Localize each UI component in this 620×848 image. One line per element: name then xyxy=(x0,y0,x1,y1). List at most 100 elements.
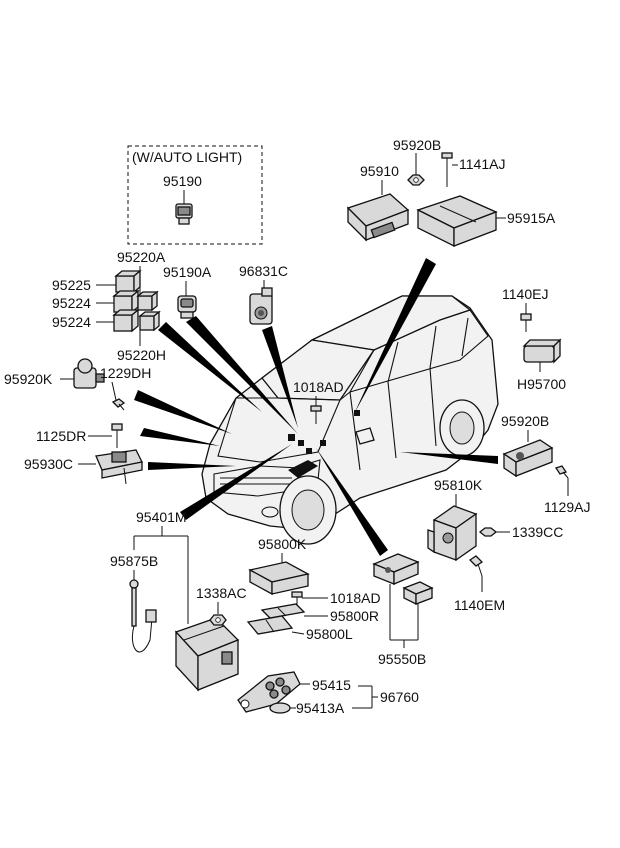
label-1229DH: 1229DH xyxy=(100,365,151,381)
part-95920B-right-group: 95920B 1129AJ xyxy=(501,413,590,515)
switch-95190A xyxy=(177,295,197,319)
label-95810K: 95810K xyxy=(434,477,483,493)
module-95550B-b xyxy=(402,581,434,606)
part-95800K-group: 95800K 1018AD 95800R 95800L xyxy=(246,536,381,642)
label-H95700: H95700 xyxy=(517,376,566,392)
label-95800L: 95800L xyxy=(306,626,353,642)
part-95190A-group: 95190A xyxy=(163,264,212,319)
label-95225: 95225 xyxy=(52,277,91,293)
label-95401M: 95401M xyxy=(136,509,187,525)
label-1129AJ: 1129AJ xyxy=(544,499,590,515)
part-H95700-group: 1140EJ H95700 xyxy=(502,286,566,392)
bolt-1229DH xyxy=(111,398,126,411)
nut-1339CC xyxy=(478,527,498,537)
sensor-95920B-right xyxy=(502,439,554,478)
module-95550B-a xyxy=(372,553,420,585)
label-1339CC: 1339CC xyxy=(512,524,563,540)
auto-light-dashed-box xyxy=(127,145,263,245)
auto-light-sensor xyxy=(175,203,193,225)
screw-1018AD-top xyxy=(310,405,322,424)
module-95800K xyxy=(248,561,310,596)
label-95220A: 95220A xyxy=(117,249,166,265)
wedge-1125DR xyxy=(140,428,220,446)
part-95401M-group: 95401M 95875B xyxy=(110,509,240,692)
wedge-ecu xyxy=(354,258,436,414)
sensor-95920K xyxy=(73,358,105,389)
module-95810K xyxy=(427,505,478,562)
wedge-95920K xyxy=(134,390,232,434)
label-95224-b: 95224 xyxy=(52,314,91,330)
part-1338AC-group: 1338AC xyxy=(196,585,247,626)
label-1140EM: 1140EM xyxy=(454,597,505,613)
battery-95413A xyxy=(269,702,291,714)
wedge-relays xyxy=(158,322,262,412)
label-95800R: 95800R xyxy=(330,608,379,624)
wedge-96831C xyxy=(262,326,298,428)
antenna-95875B xyxy=(129,579,157,653)
label-96760: 96760 xyxy=(380,689,419,705)
bracket-95800L xyxy=(246,615,294,635)
part-95920K-group: 95920K 1229DH xyxy=(4,358,151,411)
label-1140EJ: 1140EJ xyxy=(502,286,548,302)
module-95915A xyxy=(416,195,498,248)
part-1018AD-top-group: 1018AD xyxy=(293,379,344,424)
nut-95920B xyxy=(407,174,425,186)
auto-light-title: (W/AUTO LIGHT) xyxy=(132,149,242,165)
wedge-95930C xyxy=(148,462,236,470)
sensor-95930C xyxy=(95,449,143,485)
bolt-1125DR xyxy=(111,423,123,448)
callout-wedges xyxy=(134,258,498,556)
label-95920K: 95920K xyxy=(4,371,53,387)
relay-95220H xyxy=(138,310,161,332)
part-95930C-group: 1125DR 95930C xyxy=(24,423,143,485)
label-1018AD-bottom: 1018AD xyxy=(330,590,381,606)
bolt-1141AJ xyxy=(441,152,453,187)
wedge-95401M xyxy=(180,444,292,520)
part-95810K-group: 95810K 1339CC 1140EM xyxy=(427,477,563,613)
part-96831C-group: 96831C xyxy=(239,263,288,325)
label-1338AC: 1338AC xyxy=(196,585,247,601)
auto-light-group: (W/AUTO LIGHT) 95190 xyxy=(127,145,263,245)
bolt-1129AJ xyxy=(554,465,569,479)
label-96831C: 96831C xyxy=(239,263,288,279)
label-95550B: 95550B xyxy=(378,651,426,667)
relay-95225 xyxy=(114,269,142,294)
module-95910 xyxy=(346,193,410,242)
label-95930C: 95930C xyxy=(24,456,73,472)
sensor-96831C xyxy=(249,287,273,325)
nut-1338AC xyxy=(209,614,227,626)
label-95413A: 95413A xyxy=(296,700,345,716)
label-95800K: 95800K xyxy=(258,536,307,552)
label-1141AJ: 1141AJ xyxy=(459,156,505,172)
label-1125DR: 1125DR xyxy=(36,428,86,444)
bracket-95800R xyxy=(260,603,306,619)
vehicle-illustration xyxy=(201,295,499,545)
label-95920B-right: 95920B xyxy=(501,413,549,429)
relay-95224-b xyxy=(112,308,140,333)
part-95550B-group: 95550B xyxy=(372,553,434,667)
wedge-95550B xyxy=(316,448,388,556)
bolt-1140EJ xyxy=(520,313,532,332)
label-95415: 95415 xyxy=(312,677,351,693)
relay-95220A xyxy=(136,290,159,312)
wedge-95190A xyxy=(186,316,298,434)
part-96760-group: 95415 95413A 96760 xyxy=(237,671,419,716)
label-95920B-top: 95920B xyxy=(393,137,441,153)
relay-95224-a xyxy=(112,289,140,314)
keyfob-95415 xyxy=(237,671,301,713)
label-95224-a: 95224 xyxy=(52,295,91,311)
label-95220H: 95220H xyxy=(117,347,166,363)
module-95401M xyxy=(174,617,240,692)
label-95190A: 95190A xyxy=(163,264,212,280)
ecu-group: 95920B 1141AJ 95910 95915A xyxy=(346,137,556,248)
label-95190: 95190 xyxy=(163,173,202,189)
module-H95700 xyxy=(522,338,562,364)
wedge-95920B-right xyxy=(400,452,498,464)
bolt-1140EM xyxy=(468,555,484,577)
label-95875B: 95875B xyxy=(110,553,158,569)
label-95910: 95910 xyxy=(360,163,399,179)
label-95915A: 95915A xyxy=(507,210,556,226)
relay-group: 95220A 95225 95224 95224 xyxy=(52,249,166,363)
label-1018AD-top: 1018AD xyxy=(293,379,344,395)
